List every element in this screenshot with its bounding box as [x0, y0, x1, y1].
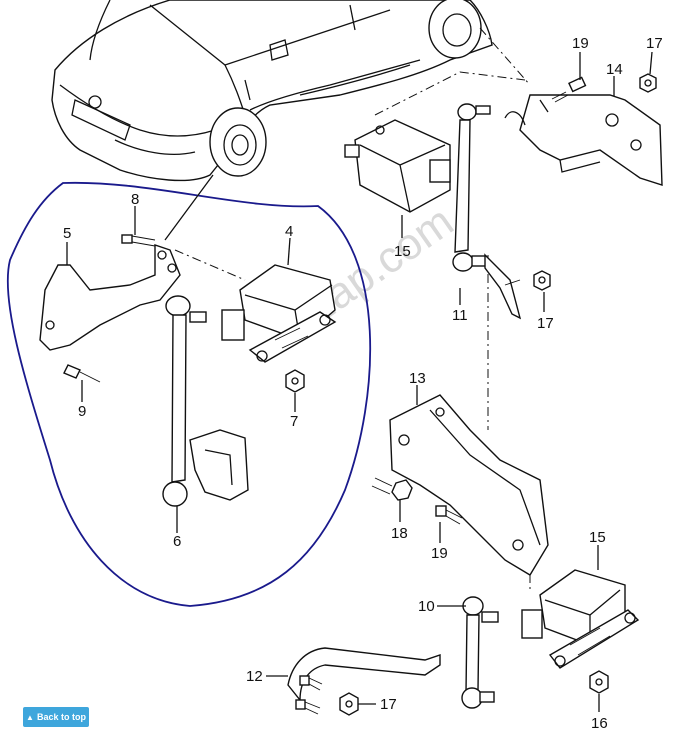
- callout-18: 18: [391, 525, 408, 542]
- bracket-5: [39, 244, 181, 351]
- callout-15-lower: 15: [589, 529, 606, 546]
- callout-13: 13: [409, 370, 426, 387]
- callout-4: 4: [285, 223, 293, 240]
- bolts-12: [295, 675, 323, 715]
- back-to-top-label: Back to top: [36, 712, 86, 722]
- chevron-up-icon: ▲: [26, 712, 34, 722]
- callout-6: 6: [173, 533, 181, 550]
- nut-16: [589, 670, 609, 694]
- nut-7: [285, 369, 305, 393]
- nut-17-top: [639, 73, 657, 93]
- callout-10: 10: [418, 598, 435, 615]
- callout-15-upper: 15: [394, 243, 411, 260]
- sensor-15-upper: [344, 119, 451, 213]
- circle-annotation: [6, 181, 372, 607]
- callout-14: 14: [606, 61, 623, 78]
- sensor-4: [221, 264, 337, 363]
- bracket-12: [287, 647, 441, 702]
- callout-11: 11: [452, 307, 468, 324]
- nut-17-bottom: [339, 692, 359, 716]
- link-rod-10: [461, 596, 499, 709]
- bracket-14: [504, 94, 663, 186]
- link-rod-6: [162, 295, 249, 507]
- back-to-top-button[interactable]: ▲ Back to top: [23, 707, 89, 727]
- callout-leaders: [66, 51, 653, 712]
- callout-17-top: 17: [646, 35, 663, 52]
- bolt-8: [121, 234, 156, 247]
- callout-5: 5: [63, 225, 71, 242]
- callout-16: 16: [591, 715, 608, 732]
- link-rod-11: [452, 103, 522, 320]
- callout-7: 7: [290, 413, 298, 430]
- callout-12: 12: [246, 668, 263, 685]
- callout-19-top: 19: [572, 35, 589, 52]
- bracket-13: [389, 394, 549, 576]
- bolt-19-top: [551, 76, 587, 103]
- bolt-19-mid: [435, 505, 463, 525]
- callout-8: 8: [131, 191, 139, 208]
- car-illustration: [51, 0, 493, 182]
- callout-19-mid: 19: [431, 545, 448, 562]
- bolt-18: [371, 477, 413, 501]
- nut-17-mid: [533, 270, 551, 291]
- callout-17-bottom: 17: [380, 696, 397, 713]
- callout-9: 9: [78, 403, 86, 420]
- sensor-15-lower: [521, 569, 640, 669]
- callout-17-mid: 17: [537, 315, 554, 332]
- rivet-9: [63, 364, 101, 383]
